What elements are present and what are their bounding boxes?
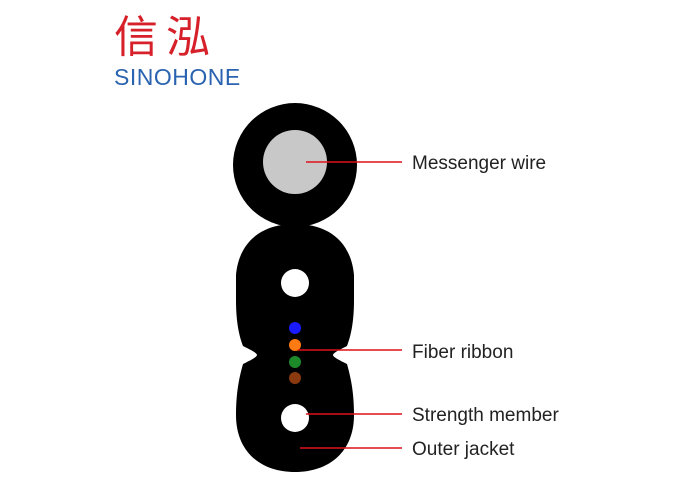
fiber-blue: [289, 322, 301, 334]
fiber-green: [289, 356, 301, 368]
label-outer-jacket: Outer jacket: [412, 439, 515, 460]
sinohone-logo: 信泓 SINOHONE: [112, 14, 242, 94]
label-strength-member: Strength member: [412, 405, 559, 426]
fiber-brown: [289, 372, 301, 384]
messenger-wire-core: [263, 130, 327, 194]
strength-member-upper: [281, 269, 309, 297]
fiber-orange: [289, 339, 301, 351]
logo-chinese-text: 信泓: [114, 12, 218, 63]
strength-member-lower: [281, 404, 309, 432]
label-messenger-wire: Messenger wire: [412, 153, 546, 174]
label-fiber-ribbon: Fiber ribbon: [412, 342, 513, 363]
logo-english-text: SINOHONE: [114, 64, 241, 90]
